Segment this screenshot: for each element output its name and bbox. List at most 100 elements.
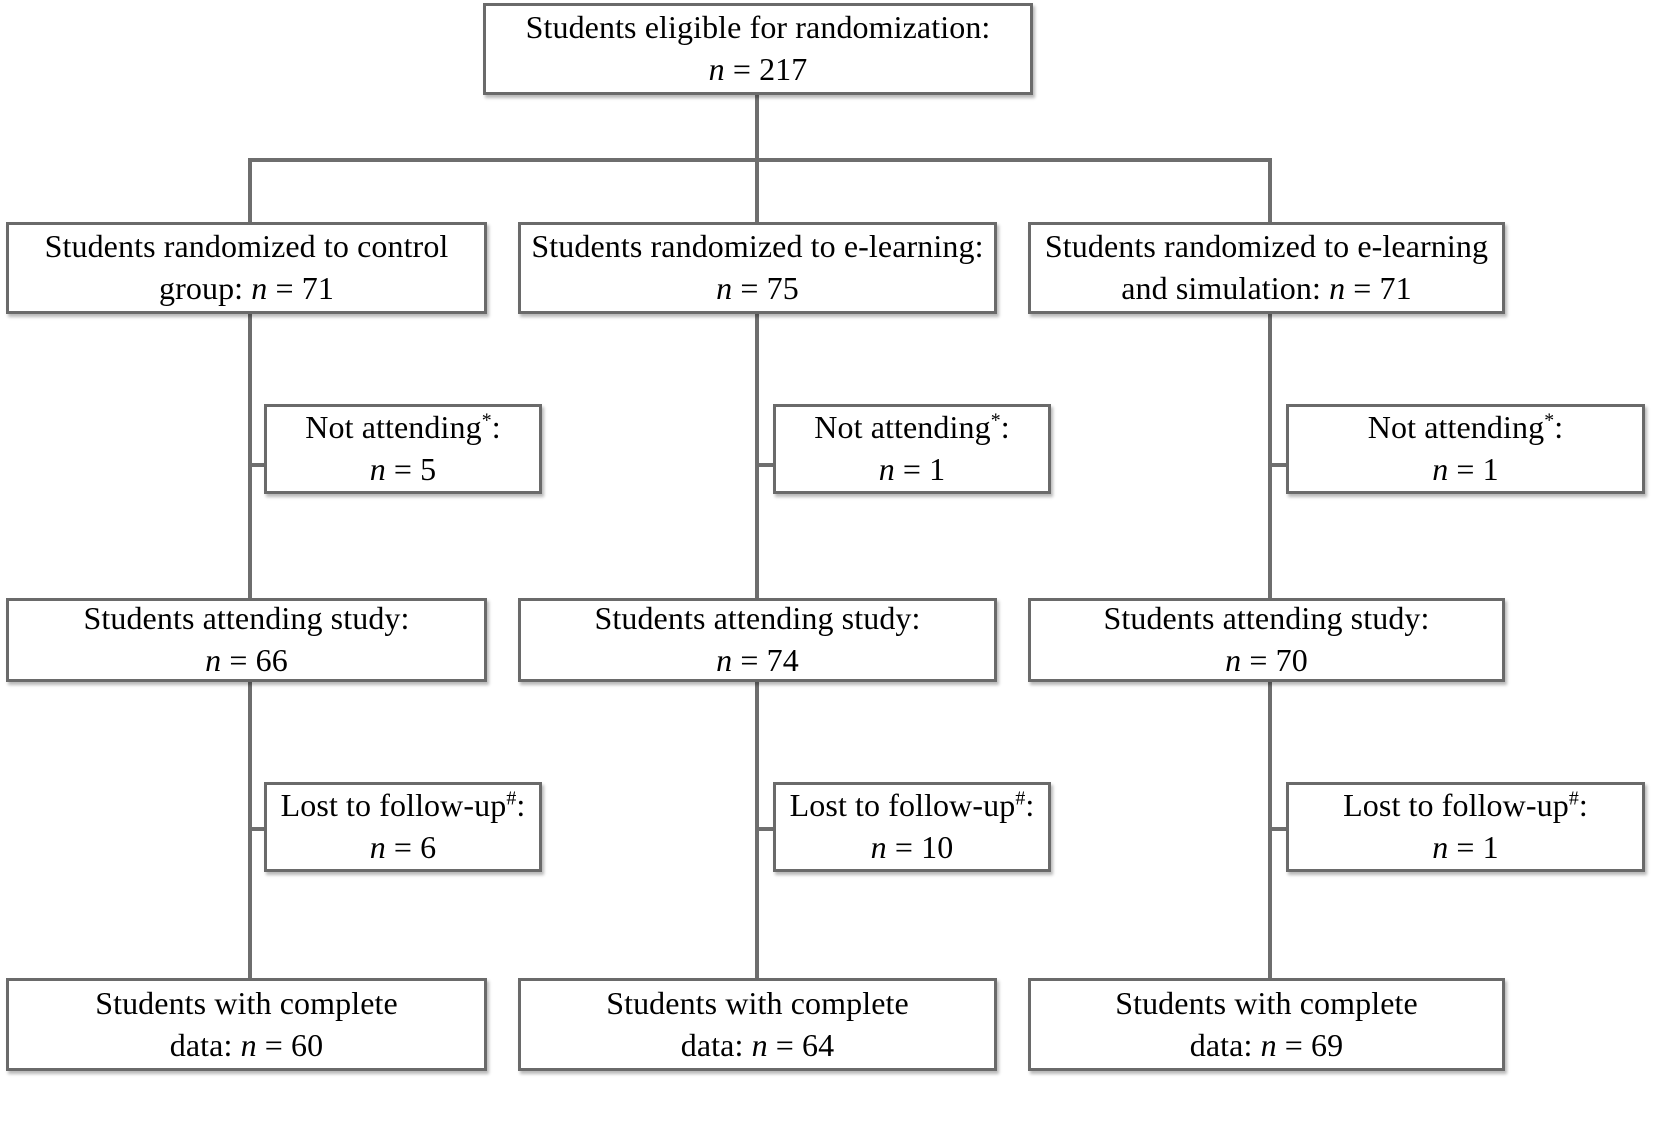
randomized-elearning-text: Students randomized to e-learning: n = 7…: [521, 226, 994, 309]
connector-elearning-randomized-to-attending: [755, 314, 759, 602]
connector-split-to-elearning-simulation: [1268, 158, 1272, 222]
box-complete-data-control[interactable]: Students with complete data: n = 60: [6, 978, 487, 1071]
randomized-elearning-simulation-text: Students randomized to e-learning and si…: [1031, 226, 1502, 309]
hash-marker-icon: #: [1568, 787, 1579, 810]
attending-study-elearning-simulation-n-value: 70: [1275, 642, 1308, 678]
randomized-elearning-equals: =: [732, 270, 767, 306]
complete-data-elearning-simulation-line1: Students with complete: [1115, 984, 1418, 1021]
complete-data-elearning-line1: Students with complete: [606, 984, 909, 1021]
box-randomized-elearning-simulation[interactable]: Students randomized to e-learning and si…: [1028, 222, 1505, 314]
box-not-attending-elearning[interactable]: Not attending*: n = 1: [773, 404, 1051, 494]
connector-elearning-simulation-excluded-stub: [1268, 463, 1290, 467]
not-attending-control-label: Not attending: [305, 409, 482, 446]
attending-study-elearning-n-value: 74: [766, 642, 799, 678]
randomized-elearning-simulation-line2-prefix: and simulation:: [1121, 270, 1330, 306]
attending-study-control-n-value: 66: [255, 642, 288, 678]
box-eligible-text: Students eligible for randomization: n =…: [486, 7, 1030, 90]
eligible-n-symbol: n: [708, 51, 725, 87]
asterisk-marker-icon: *: [1544, 409, 1555, 432]
box-lost-to-followup-elearning[interactable]: Lost to follow-up#: n = 10: [773, 782, 1051, 872]
randomized-control-equals: =: [267, 270, 302, 306]
attending-study-elearning-line1: Students attending study:: [594, 600, 921, 637]
box-lost-to-followup-control[interactable]: Lost to follow-up#: n = 6: [264, 782, 542, 872]
lost-to-followup-elearning-label: Lost to follow-up: [789, 787, 1016, 824]
not-attending-elearning-simulation-label: Not attending: [1367, 409, 1545, 446]
randomized-control-line1: Students randomized to control: [44, 228, 449, 265]
box-lost-to-followup-elearning-simulation[interactable]: Lost to follow-up#: n = 1: [1286, 782, 1645, 872]
attending-study-control-n-symbol: n: [205, 642, 222, 678]
lost-to-followup-control-n-value: 6: [420, 829, 437, 865]
not-attending-elearning-equals: =: [894, 451, 930, 487]
complete-data-control-text: Students with complete data: n = 60: [9, 983, 484, 1066]
randomized-elearning-line1: Students randomized to e-learning:: [531, 228, 984, 265]
lost-to-followup-elearning-n-symbol: n: [870, 829, 887, 865]
randomized-control-n-symbol: n: [251, 270, 268, 306]
complete-data-control-line1: Students with complete: [95, 984, 398, 1021]
lost-to-followup-control-equals: =: [385, 829, 421, 865]
box-complete-data-elearning-simulation[interactable]: Students with complete data: n = 69: [1028, 978, 1505, 1071]
box-attending-study-control[interactable]: Students attending study: n = 66: [6, 598, 487, 682]
not-attending-elearning-n-value: 1: [929, 451, 946, 487]
lost-to-followup-elearning-simulation-equals: =: [1448, 829, 1483, 865]
lost-to-followup-elearning-colon: :: [1025, 787, 1035, 824]
lost-to-followup-control-n-symbol: n: [369, 829, 386, 865]
not-attending-elearning-simulation-text: Not attending*: n = 1: [1289, 407, 1642, 490]
lost-to-followup-elearning-simulation-text: Lost to follow-up#: n = 1: [1289, 785, 1642, 868]
eligible-line1: Students eligible for randomization:: [525, 9, 991, 46]
randomized-elearning-simulation-n-value: 71: [1379, 270, 1412, 306]
asterisk-marker-icon: *: [481, 409, 492, 432]
lost-to-followup-control-text: Lost to follow-up#: n = 6: [267, 785, 539, 868]
not-attending-elearning-simulation-n-symbol: n: [1432, 451, 1449, 487]
lost-to-followup-control-label: Lost to follow-up: [280, 787, 507, 824]
attending-study-control-equals: =: [221, 642, 256, 678]
complete-data-control-n-symbol: n: [240, 1026, 257, 1063]
connector-elearning-excluded-stub: [755, 463, 777, 467]
box-randomized-control[interactable]: Students randomized to control group: n …: [6, 222, 487, 314]
complete-data-elearning-simulation-text: Students with complete data: n = 69: [1031, 983, 1502, 1066]
randomized-control-line2-prefix: group:: [159, 270, 252, 306]
complete-data-control-n-value: 60: [291, 1026, 324, 1063]
box-not-attending-control[interactable]: Not attending*: n = 5: [264, 404, 542, 494]
not-attending-elearning-colon: :: [1000, 409, 1010, 446]
box-attending-study-elearning[interactable]: Students attending study: n = 74: [518, 598, 997, 682]
hash-marker-icon: #: [506, 787, 517, 810]
attending-study-elearning-simulation-text: Students attending study: n = 70: [1031, 598, 1502, 681]
connector-top-to-split: [755, 92, 759, 160]
not-attending-elearning-label: Not attending: [814, 409, 991, 446]
randomized-elearning-simulation-equals: =: [1345, 270, 1380, 306]
not-attending-elearning-simulation-equals: =: [1448, 451, 1483, 487]
asterisk-marker-icon: *: [990, 409, 1001, 432]
not-attending-control-equals: =: [385, 451, 421, 487]
lost-to-followup-control-colon: :: [516, 787, 526, 824]
connector-elearning-simulation-lost-stub: [1268, 827, 1290, 831]
randomized-control-n-value: 71: [301, 270, 334, 306]
not-attending-control-n-value: 5: [420, 451, 437, 487]
complete-data-elearning-equals: =: [767, 1026, 803, 1063]
connector-elearning-lost-stub: [755, 827, 777, 831]
randomized-elearning-n-symbol: n: [716, 270, 733, 306]
not-attending-control-n-symbol: n: [369, 451, 386, 487]
complete-data-elearning-simulation-equals: =: [1276, 1026, 1312, 1063]
box-not-attending-elearning-simulation[interactable]: Not attending*: n = 1: [1286, 404, 1645, 494]
eligible-n-value: 217: [759, 51, 808, 87]
connector-split-to-control: [248, 158, 252, 222]
not-attending-elearning-n-symbol: n: [878, 451, 895, 487]
box-complete-data-elearning[interactable]: Students with complete data: n = 64: [518, 978, 997, 1071]
box-randomized-elearning[interactable]: Students randomized to e-learning: n = 7…: [518, 222, 997, 314]
connector-control-lost-stub: [248, 827, 270, 831]
complete-data-elearning-simulation-line2-prefix: data:: [1189, 1026, 1261, 1063]
attending-study-elearning-simulation-equals: =: [1241, 642, 1276, 678]
eligible-equals: =: [724, 51, 760, 87]
attending-study-elearning-n-symbol: n: [716, 642, 733, 678]
hash-marker-icon: #: [1015, 787, 1026, 810]
not-attending-elearning-simulation-colon: :: [1554, 409, 1564, 446]
complete-data-control-line2-prefix: data:: [169, 1026, 241, 1063]
box-attending-study-elearning-simulation[interactable]: Students attending study: n = 70: [1028, 598, 1505, 682]
not-attending-control-colon: :: [491, 409, 501, 446]
box-eligible-for-randomization[interactable]: Students eligible for randomization: n =…: [483, 3, 1033, 95]
attending-study-control-text: Students attending study: n = 66: [9, 598, 484, 681]
complete-data-control-equals: =: [256, 1026, 292, 1063]
attending-study-elearning-simulation-line1: Students attending study:: [1103, 600, 1430, 637]
lost-to-followup-elearning-simulation-label: Lost to follow-up: [1343, 787, 1569, 824]
